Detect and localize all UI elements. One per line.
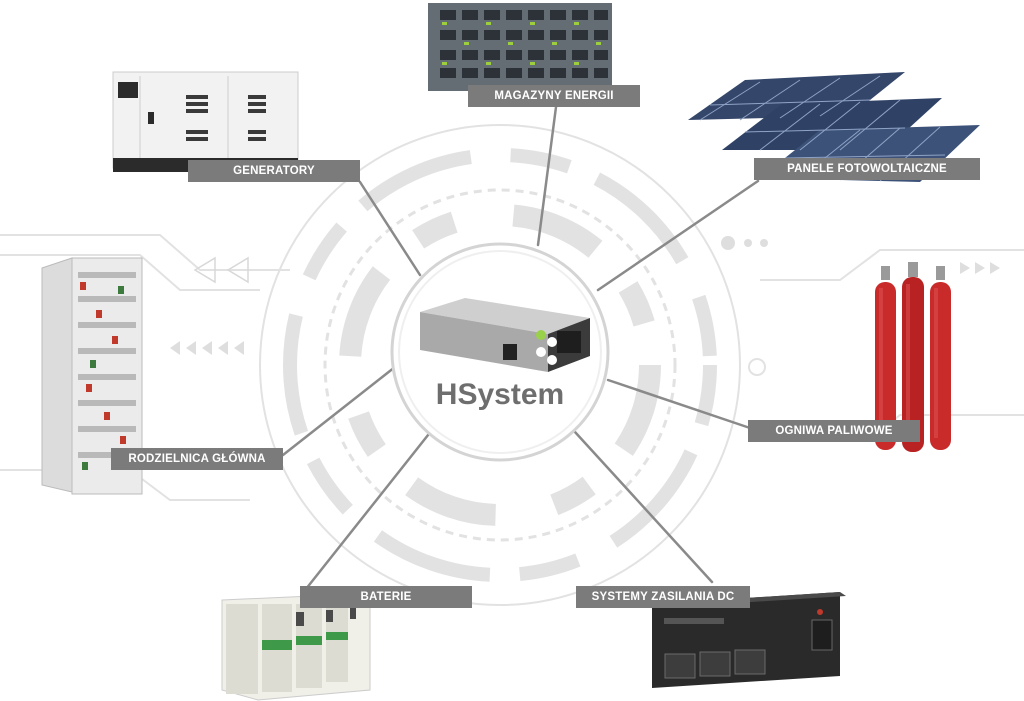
hub	[390, 242, 610, 462]
controller-device-illustration	[420, 298, 590, 372]
switchboard-illustration	[41, 257, 143, 495]
label-ogniwa-paliwowe: OGNIWA PALIWOWE	[748, 420, 920, 442]
connector-baterie	[300, 428, 434, 596]
connector-generatory	[358, 180, 422, 277]
hub-title: HSystem	[435, 378, 565, 411]
connector-ogniwa	[606, 378, 752, 430]
batteries-illustration	[221, 595, 371, 701]
dc-power-system-illustration	[652, 592, 846, 688]
label-rozdzielnica-glowna: RODZIELNICA GŁÓWNA	[111, 448, 283, 470]
label-systemy-zasilania-dc: SYSTEMY ZASILANIA DC	[576, 586, 750, 608]
connector-rozdzielnica	[281, 365, 397, 457]
label-magazyny-energii: MAGAZYNY ENERGII	[468, 85, 640, 107]
connector-magazyny	[536, 105, 558, 247]
label-panele-fotowoltaiczne: PANELE FOTOWOLTAICZNE	[754, 158, 980, 180]
connector-systemy	[573, 430, 714, 584]
connector-panele	[596, 179, 760, 292]
label-generatory: GENERATORY	[188, 160, 360, 182]
generator-illustration	[112, 71, 299, 172]
energy-storage-illustration	[428, 3, 612, 91]
label-baterie: BATERIE	[300, 586, 472, 608]
fuel-cell-illustration	[875, 262, 951, 452]
